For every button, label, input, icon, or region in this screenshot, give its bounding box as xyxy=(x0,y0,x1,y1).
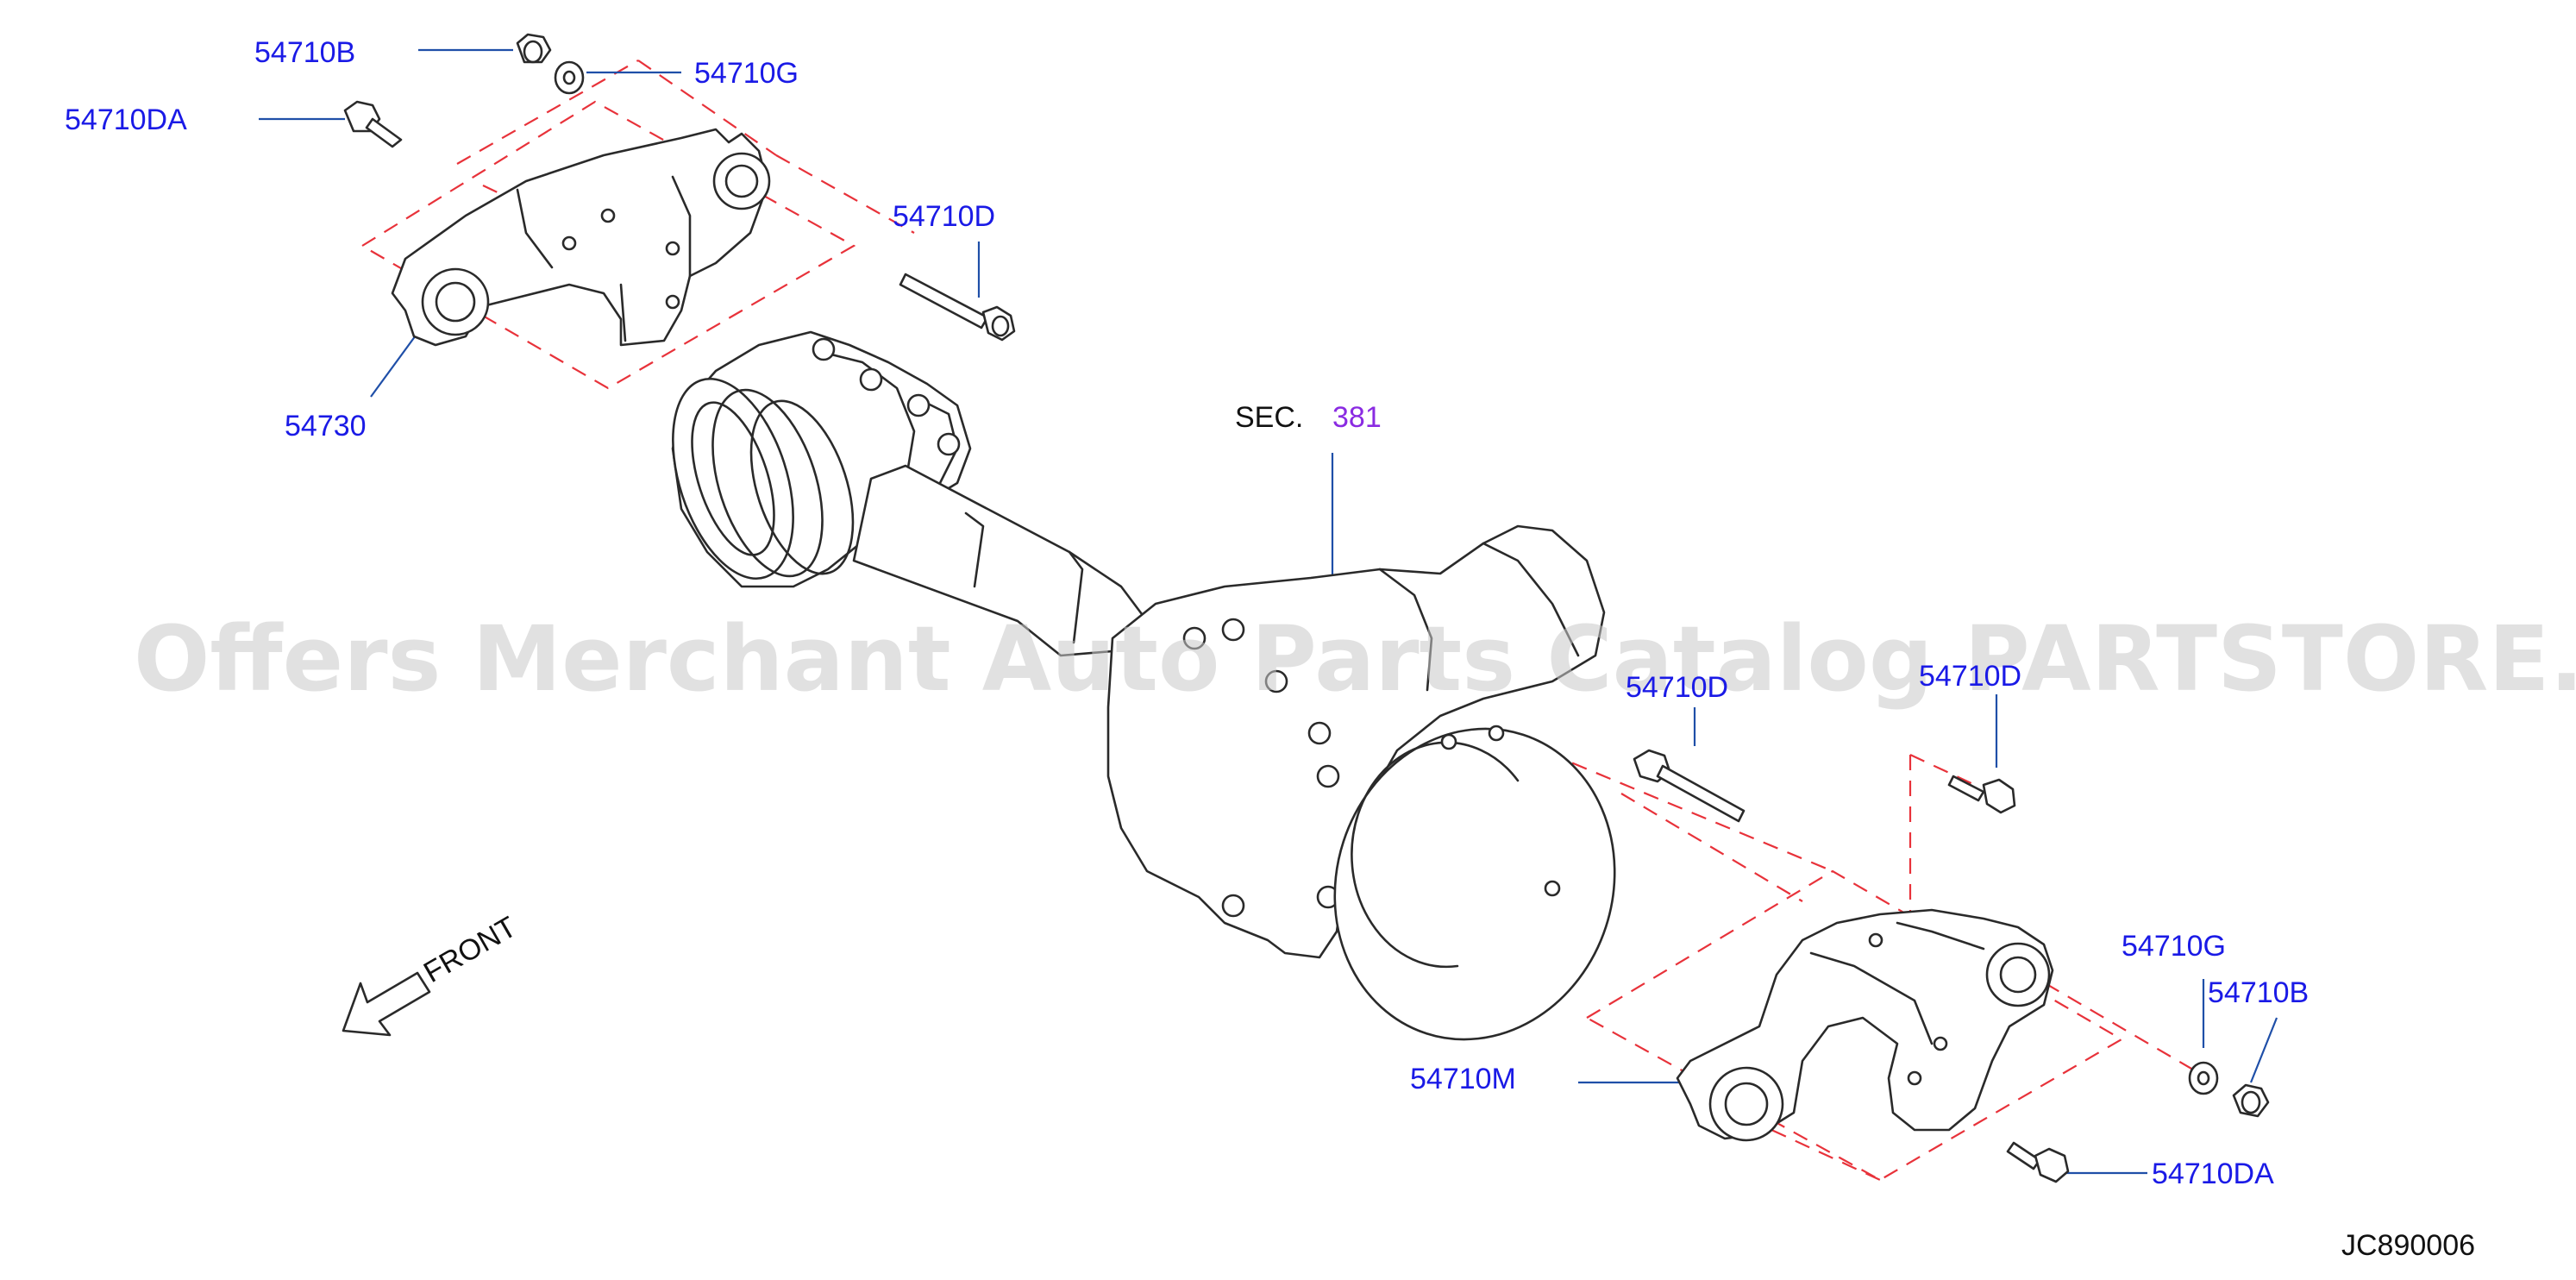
callout-labels: 54710B 54710G 54710DA 54710D 54730 SEC. … xyxy=(65,36,2309,1190)
callout-54710b-upper: 54710B xyxy=(254,36,355,69)
front-arrow-icon xyxy=(342,971,431,1037)
watermark: Offers Merchant Auto Parts Catalog PARTS… xyxy=(134,606,2576,712)
callout-54710d-upper: 54710D xyxy=(893,200,995,233)
nut-54710b-upper xyxy=(516,33,552,64)
callout-54710m: 54710M xyxy=(1410,1063,1516,1095)
callout-54710d-lower: 54710D xyxy=(1626,671,1728,704)
nut-54710b-lower xyxy=(2232,1083,2270,1118)
washer-54710g-lower xyxy=(2188,1061,2219,1095)
callout-sec-381: 381 xyxy=(1332,401,1382,434)
bolt-54710d-right xyxy=(1947,775,2016,814)
drawing-code: JC890006 xyxy=(2341,1229,2475,1262)
front-direction-indicator: FRONT xyxy=(342,910,522,1037)
bolt-54710d-lower xyxy=(1633,749,1746,823)
callout-54730: 54730 xyxy=(285,410,367,442)
callout-54710g-upper: 54710G xyxy=(694,57,799,90)
bolt-54710da-upper xyxy=(343,100,403,148)
fasteners xyxy=(343,33,2270,1183)
upper-mount-bracket xyxy=(391,128,771,347)
callout-54710b-lower: 54710B xyxy=(2208,976,2309,1009)
callout-54710da-upper: 54710DA xyxy=(65,104,187,136)
washer-54710g-upper xyxy=(554,60,585,95)
lower-mount-bracket xyxy=(1676,908,2054,1142)
callout-54710da-lower: 54710DA xyxy=(2152,1158,2274,1190)
callout-sec-label: SEC. xyxy=(1235,401,1303,434)
callout-54710g-lower: 54710G xyxy=(2122,930,2226,963)
front-label: FRONT xyxy=(418,910,522,988)
bolt-54710d-upper xyxy=(899,273,1016,342)
leader-lines xyxy=(259,48,2278,1175)
differential-assembly xyxy=(671,330,1616,1041)
bolt-54710da-lower xyxy=(2006,1141,2070,1183)
callout-54710d-right: 54710D xyxy=(1919,660,2021,693)
